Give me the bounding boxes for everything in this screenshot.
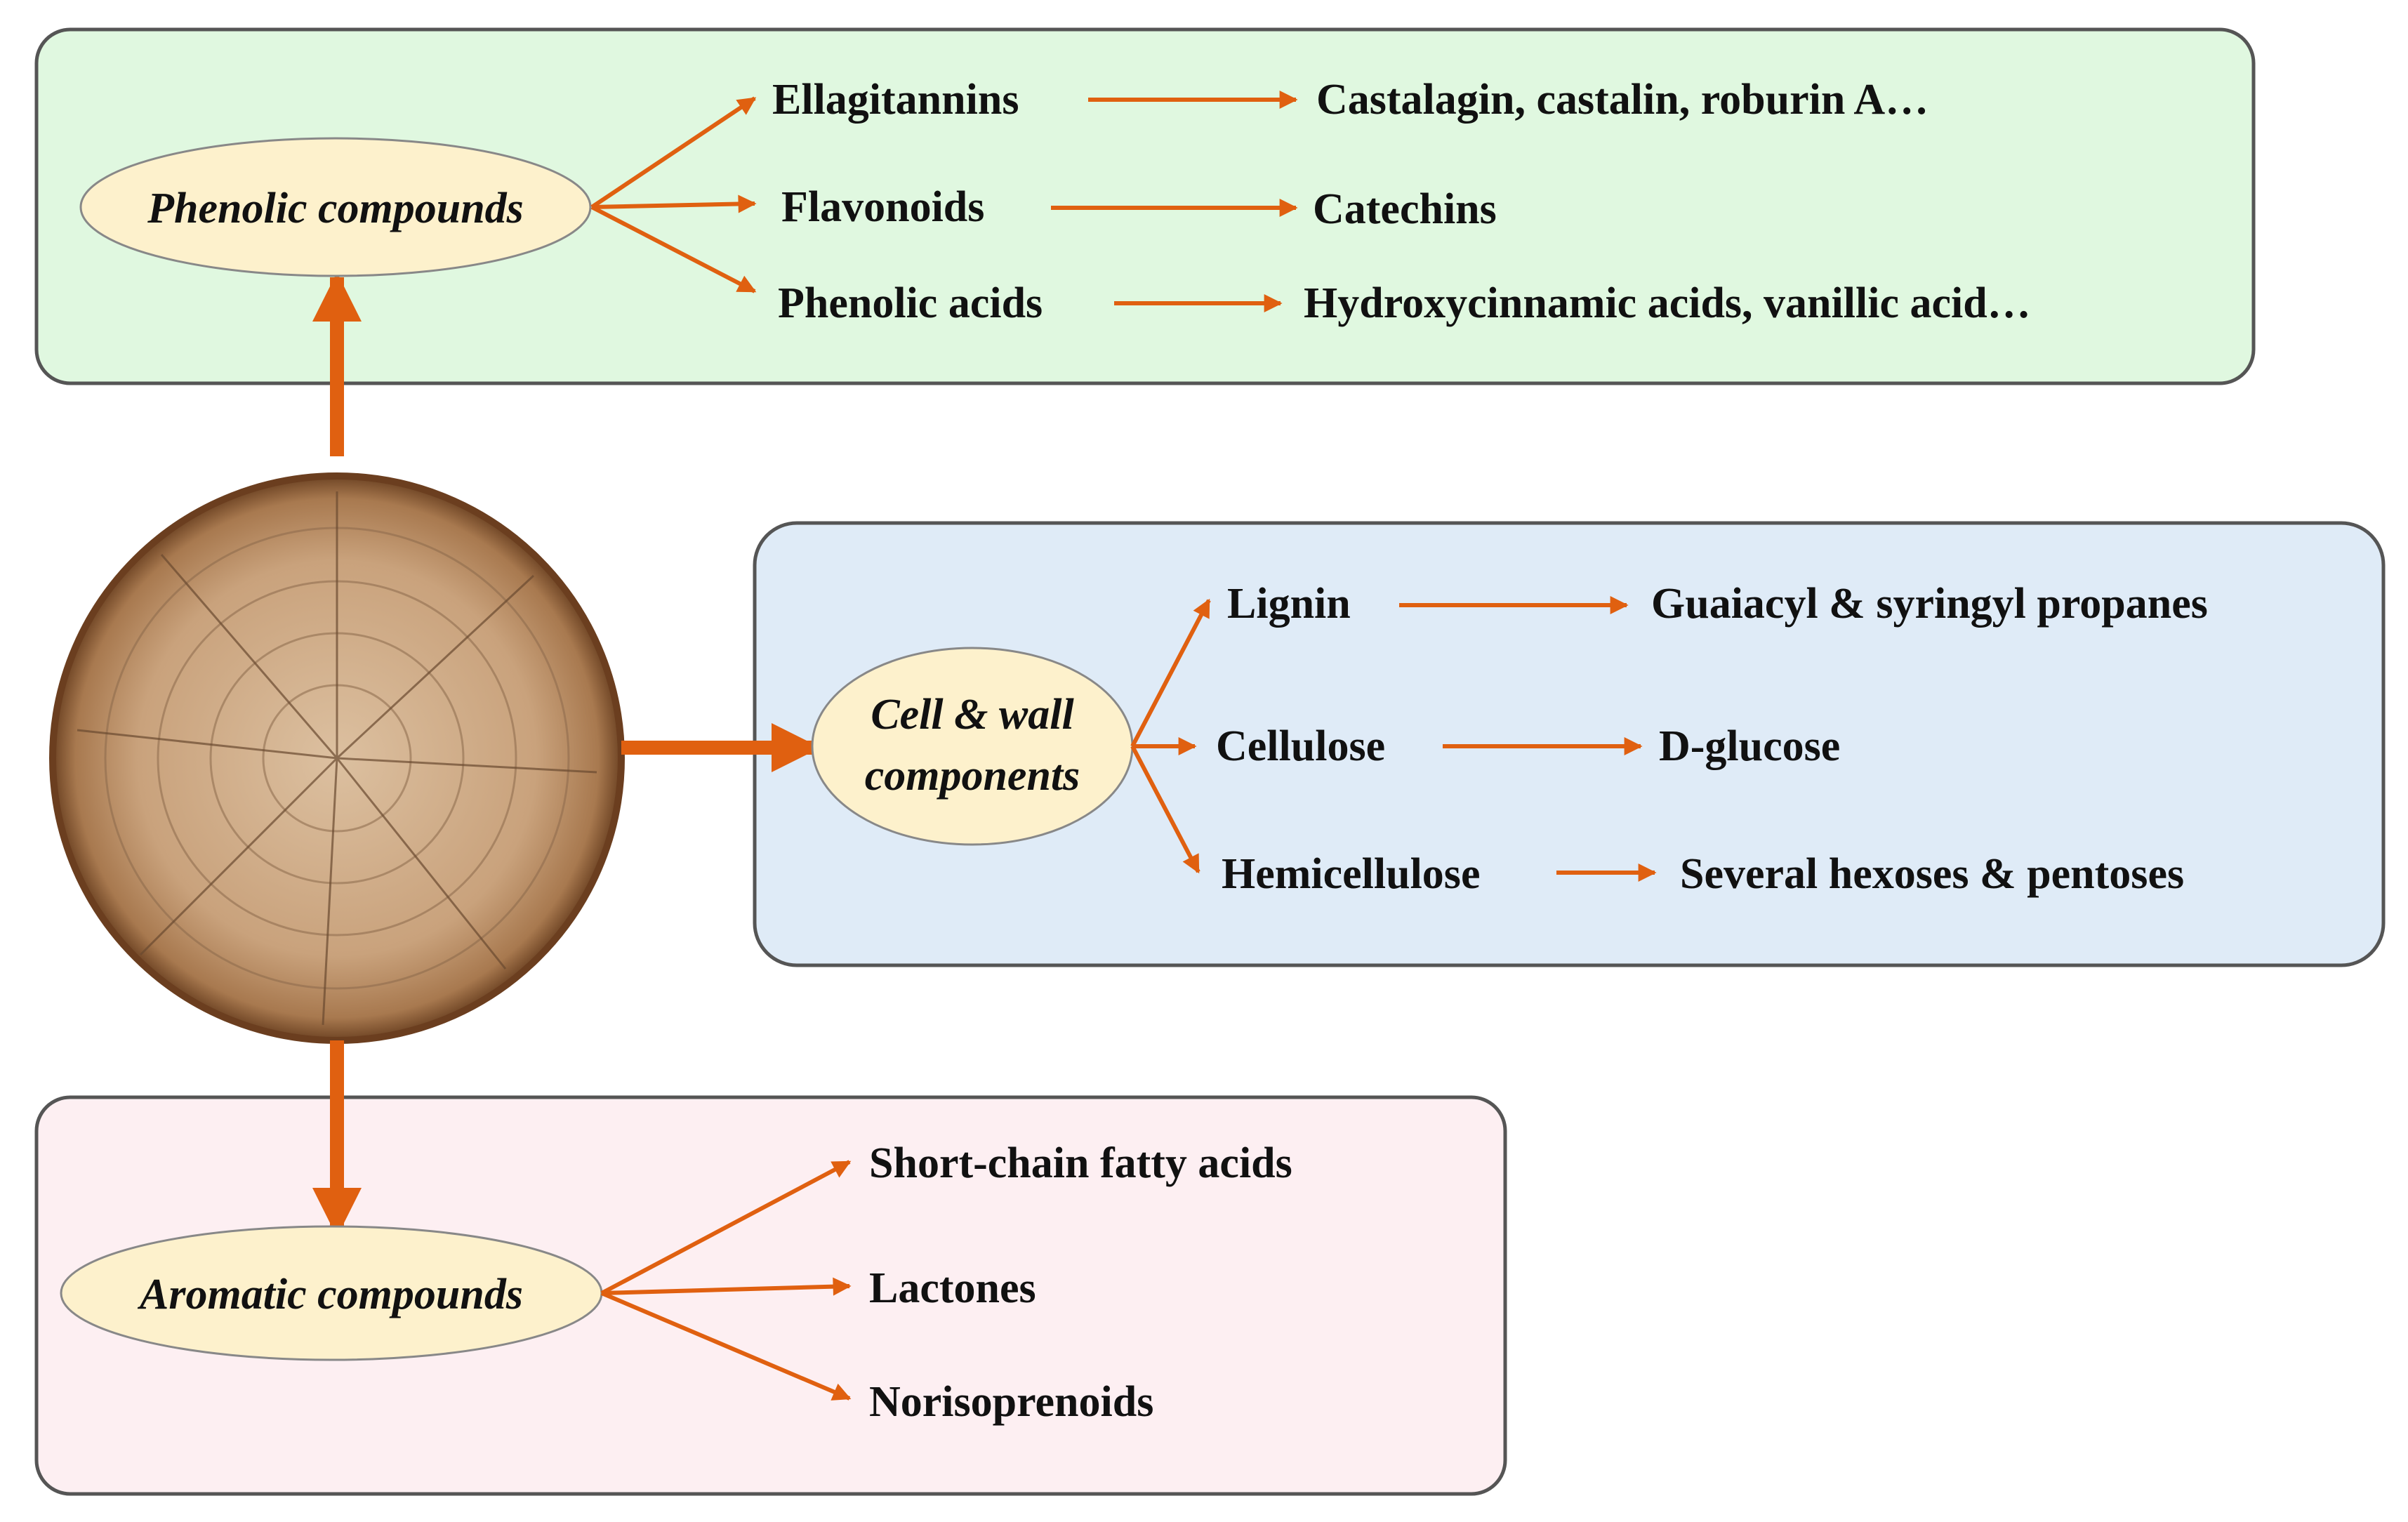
aromatic-title: Aromatic compounds (137, 1271, 523, 1318)
branch-arrow (590, 96, 757, 209)
aromatic-item-label: Lactones (869, 1264, 1036, 1312)
aromatic-item-label: Norisoprenoids (869, 1378, 1153, 1426)
branch-arrow (1130, 598, 1211, 748)
phenolic-title: Phenolic compounds (147, 185, 524, 232)
aromatic-box (34, 1095, 1507, 1496)
cell-wall-class-label: Lignin (1227, 580, 1351, 628)
branch-arrow (601, 1277, 852, 1296)
phenolic-example-label: Hydroxycinnamic acids, vanillic acid… (1304, 279, 2031, 327)
cell-wall-example-label: D-glucose (1659, 722, 1840, 770)
branch-arrow (591, 194, 757, 213)
cell-wall-class-label: Hemicellulose (1222, 850, 1480, 898)
branch-arrow (600, 1160, 852, 1295)
phenolic-class-label: Flavonoids (781, 183, 984, 231)
phenolic-example-label: Castalagin, castalin, roburin A… (1316, 76, 1929, 124)
branch-arrow (590, 205, 757, 293)
cell-wall-example-label: Guaiacyl & syringyl propanes (1651, 580, 2208, 628)
phenolic-example-label: Catechins (1313, 185, 1497, 233)
cell-wall-title: Cell & wall (871, 691, 1074, 739)
branch-arrow (600, 1291, 852, 1401)
aromatic-item-label: Short-chain fatty acids (869, 1139, 1292, 1187)
cell-wall-ellipse (811, 647, 1134, 846)
cell-wall-example-label: Several hexoses & pentoses (1680, 850, 2184, 898)
phenolic-class-label: Ellagitannins (772, 76, 1019, 124)
phenolic-ellipse (79, 137, 592, 277)
wood-cross-section-icon (49, 472, 625, 1044)
branch-arrow (1130, 745, 1200, 874)
cell-wall-class-label: Cellulose (1216, 722, 1385, 770)
cell-wall-title: components (865, 752, 1080, 800)
phenolic-class-label: Phenolic acids (778, 279, 1043, 327)
